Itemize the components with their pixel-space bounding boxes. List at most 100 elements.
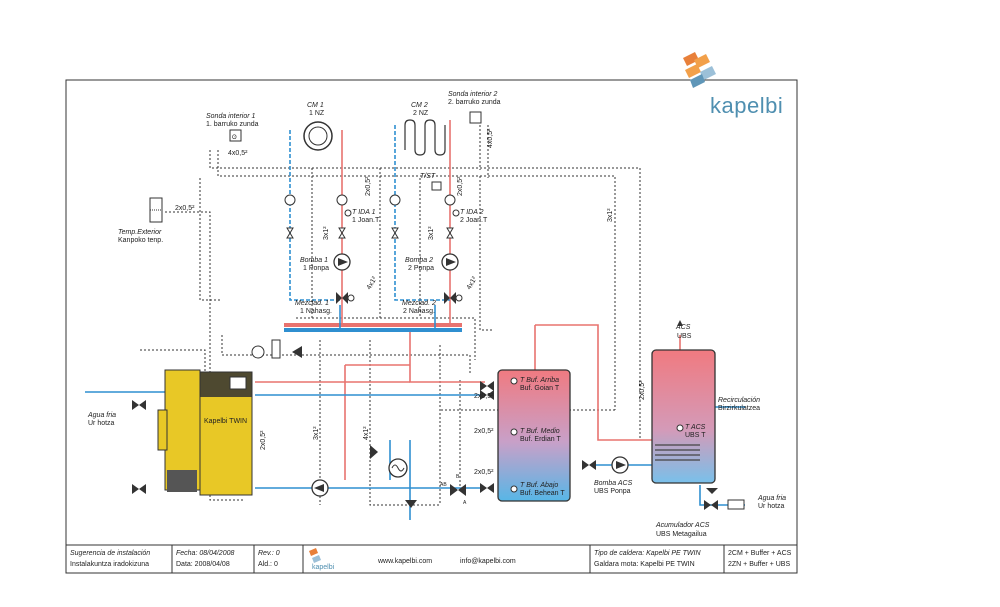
tb-instalakuntza: Instalakuntza iradokizuna [70, 561, 149, 568]
tida2-cable: 2x0,5² [457, 176, 464, 196]
tb-ald: Ald.: 0 [258, 561, 278, 568]
acs-top-sub: UBS [677, 333, 692, 340]
agua-fria-right-title: Agua fria [757, 495, 786, 502]
circuit1-gauges [284, 194, 348, 239]
cold-manifold [284, 328, 462, 332]
valve-a-label: A [463, 500, 467, 506]
mezclad2-title: Mezclad. 2 [402, 300, 436, 307]
right-main-cable: 3x1² [607, 208, 614, 222]
buffer-top-sensor [510, 377, 518, 385]
acs-inlet-group [704, 488, 745, 510]
mezclad2-cable: 4x1² [466, 275, 479, 291]
bomba2-sub: 2 Ponpa [408, 265, 434, 272]
cold-pipes [289, 125, 450, 301]
agua-fria-left-title: Agua fria [87, 412, 116, 419]
tb-tipo: Tipo de caldera: Kapelbi PE TWIN [594, 550, 701, 557]
footer-logo-icon [309, 548, 321, 563]
tida1-sub: 1 Joan.T [352, 217, 380, 224]
boiler-name: Kapelbi TWIN [204, 418, 247, 425]
temp-ext-sub: Kanpoko tenp. [118, 237, 163, 244]
bomba1-title: Bomba 1 [300, 257, 328, 264]
agua-fria-left-sub: Ur hotza [88, 420, 115, 427]
control-wiring [140, 125, 650, 506]
buf-top-cable: 2x0,5² [474, 393, 494, 400]
bomba2-title: Bomba 2 [405, 257, 433, 264]
sonda-interior-2 [469, 111, 482, 124]
bomba1-sub: 1 Ponpa [303, 265, 329, 272]
acs-outlet-arrow [677, 320, 683, 326]
footer-brand: kapelbi [312, 564, 335, 571]
tbuf-medio-title: T Buf. Medio [520, 428, 560, 435]
bomba-acs-pump [582, 456, 629, 474]
center-loading-unit [370, 445, 417, 508]
cm1-title: CM 1 [307, 102, 324, 109]
mezclad2-valve [444, 292, 463, 304]
temp-ext-title: Temp.Exterior [118, 229, 162, 236]
acs-top-title: ACS [675, 324, 691, 331]
buf-bot-cable: 2x0,5² [474, 469, 494, 476]
acs-tank [651, 349, 716, 484]
sonda2-cable: 4x0,5² [487, 128, 494, 148]
boiler-manometer [251, 345, 265, 359]
acs-coil [655, 444, 700, 461]
tb-web[interactable]: www.kapelbi.com [377, 558, 432, 565]
mezclad1-title: Mezclad. 1 [295, 300, 329, 307]
tbuf-medio-sub: Buf. Erdian T [520, 436, 561, 443]
tb-data: Data: 2008/04/08 [176, 561, 230, 568]
diverter-valve [450, 484, 466, 496]
boiler-kapelbi-twin [157, 369, 253, 496]
inlet-valve-left [132, 400, 146, 410]
cm1-heater [303, 121, 333, 151]
mezclad2-sub: 2 Nahasg. [403, 308, 435, 315]
sonda1-title: Sonda interior 1 [206, 113, 256, 120]
circuit2-gauges [389, 194, 456, 239]
valve-ab-label: AB [440, 482, 447, 488]
title-block [65, 544, 798, 574]
temp-exterior-sensor [149, 197, 163, 223]
tida1-cable: 2x0,5² [365, 176, 372, 196]
buffer-bot-sensor [510, 485, 518, 493]
tbuf-abajo-sub: Buf. Behean T [520, 490, 565, 497]
sonda1-cable: 4x0,5² [228, 150, 248, 157]
agua-fria-right-sub: Ur hotza [758, 503, 785, 510]
tb-rev: Rev.: 0 [258, 550, 280, 557]
bomba1-cable: 3x1² [323, 226, 330, 240]
mezclad1-sub: 1 Nahasg. [300, 308, 332, 315]
valve-b-label: B [456, 474, 460, 480]
tbuf-arriba-sub: Buf. Goian T [520, 385, 560, 392]
buffer-mid-sensor [510, 428, 518, 436]
cm1-sub: 1 NZ [309, 110, 325, 117]
tbuf-abajo-title: T Buf. Abajo [520, 482, 558, 489]
buffer-valves [480, 381, 494, 493]
tacs-title: T ACS [685, 424, 706, 431]
buffer-tank [497, 369, 571, 502]
cm2-sub: 2 NZ [413, 110, 429, 117]
acum-title: Acumulador ACS [655, 522, 710, 529]
recirc-sub: Birzirkulatzea [718, 405, 760, 412]
buf-mid-cable: 2x0,5² [474, 428, 494, 435]
tb-email[interactable]: info@kapelbi.com [460, 558, 516, 565]
tst-label: T/ST [420, 173, 436, 180]
bomba1-pump [333, 253, 351, 271]
boiler-pump [311, 479, 329, 497]
tb-galdara: Galdara mota: Kapelbi PE TWIN [594, 561, 695, 568]
recirc-title: Recirculación [718, 397, 760, 404]
boiler-side-cable: 2x0,5² [260, 430, 267, 450]
bomba-acs-title: Bomba ACS [594, 480, 633, 487]
tst-thermostat [431, 181, 442, 191]
mezclad1-cable: 4x1² [366, 275, 379, 291]
boiler-pump-cable: 3x1² [313, 426, 320, 440]
tbuf-arriba-title: T Buf. Arriba [520, 377, 559, 384]
kapelbi-logo [683, 52, 716, 88]
tb-sugerencia: Sugerencia de instalación [70, 550, 150, 557]
tacs-sub: UBS T [685, 432, 706, 439]
tb-config1: 2CM + Buffer + ACS [728, 550, 792, 557]
sonda2-title: Sonda interior 2 [448, 91, 498, 98]
acs-cable: 2x0,5² [639, 380, 646, 400]
mezclad1-valve [336, 292, 355, 304]
cm2-heater [404, 119, 446, 156]
temp-ext-cable: 2x0,5² [175, 205, 195, 212]
hot-manifold [284, 323, 462, 327]
tida1-title: T IDA 1 [352, 209, 376, 216]
center-valve-cable: 4x1² [363, 426, 370, 440]
